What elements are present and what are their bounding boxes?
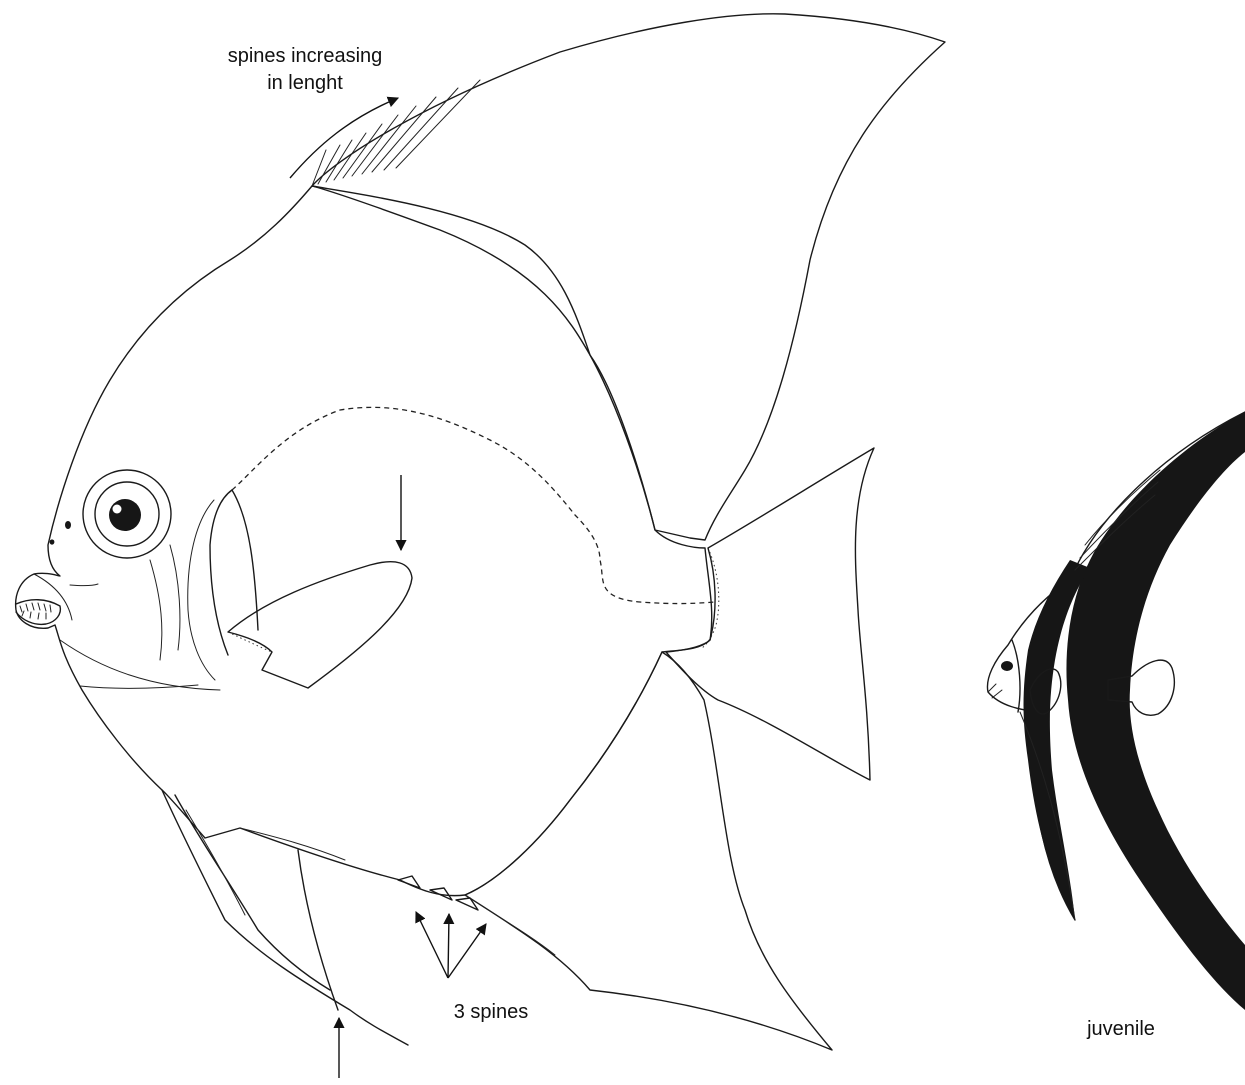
juvenile-rear-band: [1066, 412, 1245, 1010]
dorsal-spines-label-line2: in lenght: [267, 72, 343, 94]
dorsal-fin: [312, 14, 945, 540]
lateral-line: [232, 407, 715, 603]
anal-spines: [398, 876, 478, 910]
eye: [83, 470, 171, 558]
juvenile-fish: [987, 412, 1245, 1010]
pectoral-fin: [228, 562, 412, 688]
juvenile-label: juvenile: [1086, 1018, 1155, 1040]
anal-spines-label: 3 spines: [454, 1001, 529, 1023]
adult-fish: [16, 14, 945, 1050]
caudal-fin: [666, 448, 874, 780]
anal-fin: [465, 652, 832, 1050]
anal-spine-arrows: [416, 912, 486, 978]
dorsal-spines-label-line1: spines increasing: [228, 45, 383, 67]
pelvic-fin: [162, 790, 408, 1045]
nostril: [65, 521, 71, 529]
fish-body: [16, 186, 712, 896]
